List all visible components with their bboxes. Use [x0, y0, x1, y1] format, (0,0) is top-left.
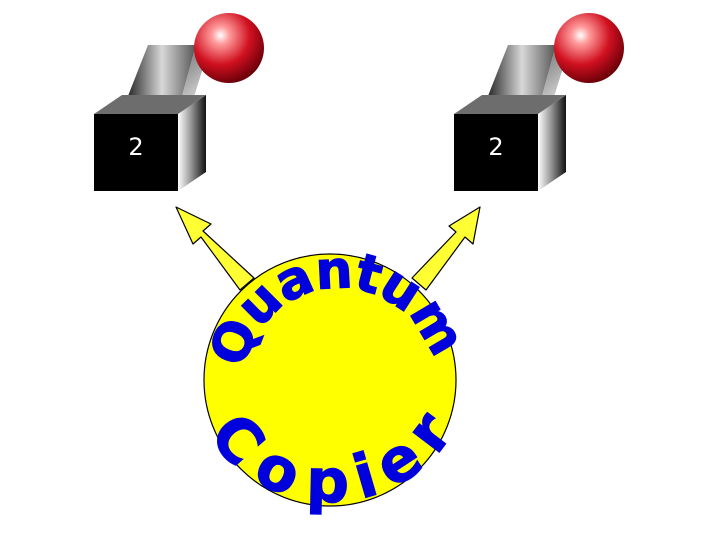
box-front-right [454, 114, 538, 191]
arrow-left [175, 206, 255, 291]
red-ball-right [554, 13, 624, 83]
box-lid-right [488, 45, 556, 96]
state-box-left: 2 [94, 13, 264, 191]
box-top-edge-left [94, 95, 206, 114]
box-label-left: 2 [128, 133, 143, 161]
box-lid-edge-left [128, 45, 206, 110]
box-side-right [538, 95, 566, 191]
box-side-left [178, 95, 206, 191]
box-lid-edge-right [488, 45, 566, 110]
state-box-right: 2 [454, 13, 624, 191]
arrow-right [411, 206, 481, 291]
red-ball-left [194, 13, 264, 83]
box-lid-left [128, 45, 196, 96]
box-label-right: 2 [488, 133, 503, 161]
box-front-left [94, 114, 178, 191]
box-top-edge-right [454, 95, 566, 114]
copier-disc [203, 253, 457, 507]
